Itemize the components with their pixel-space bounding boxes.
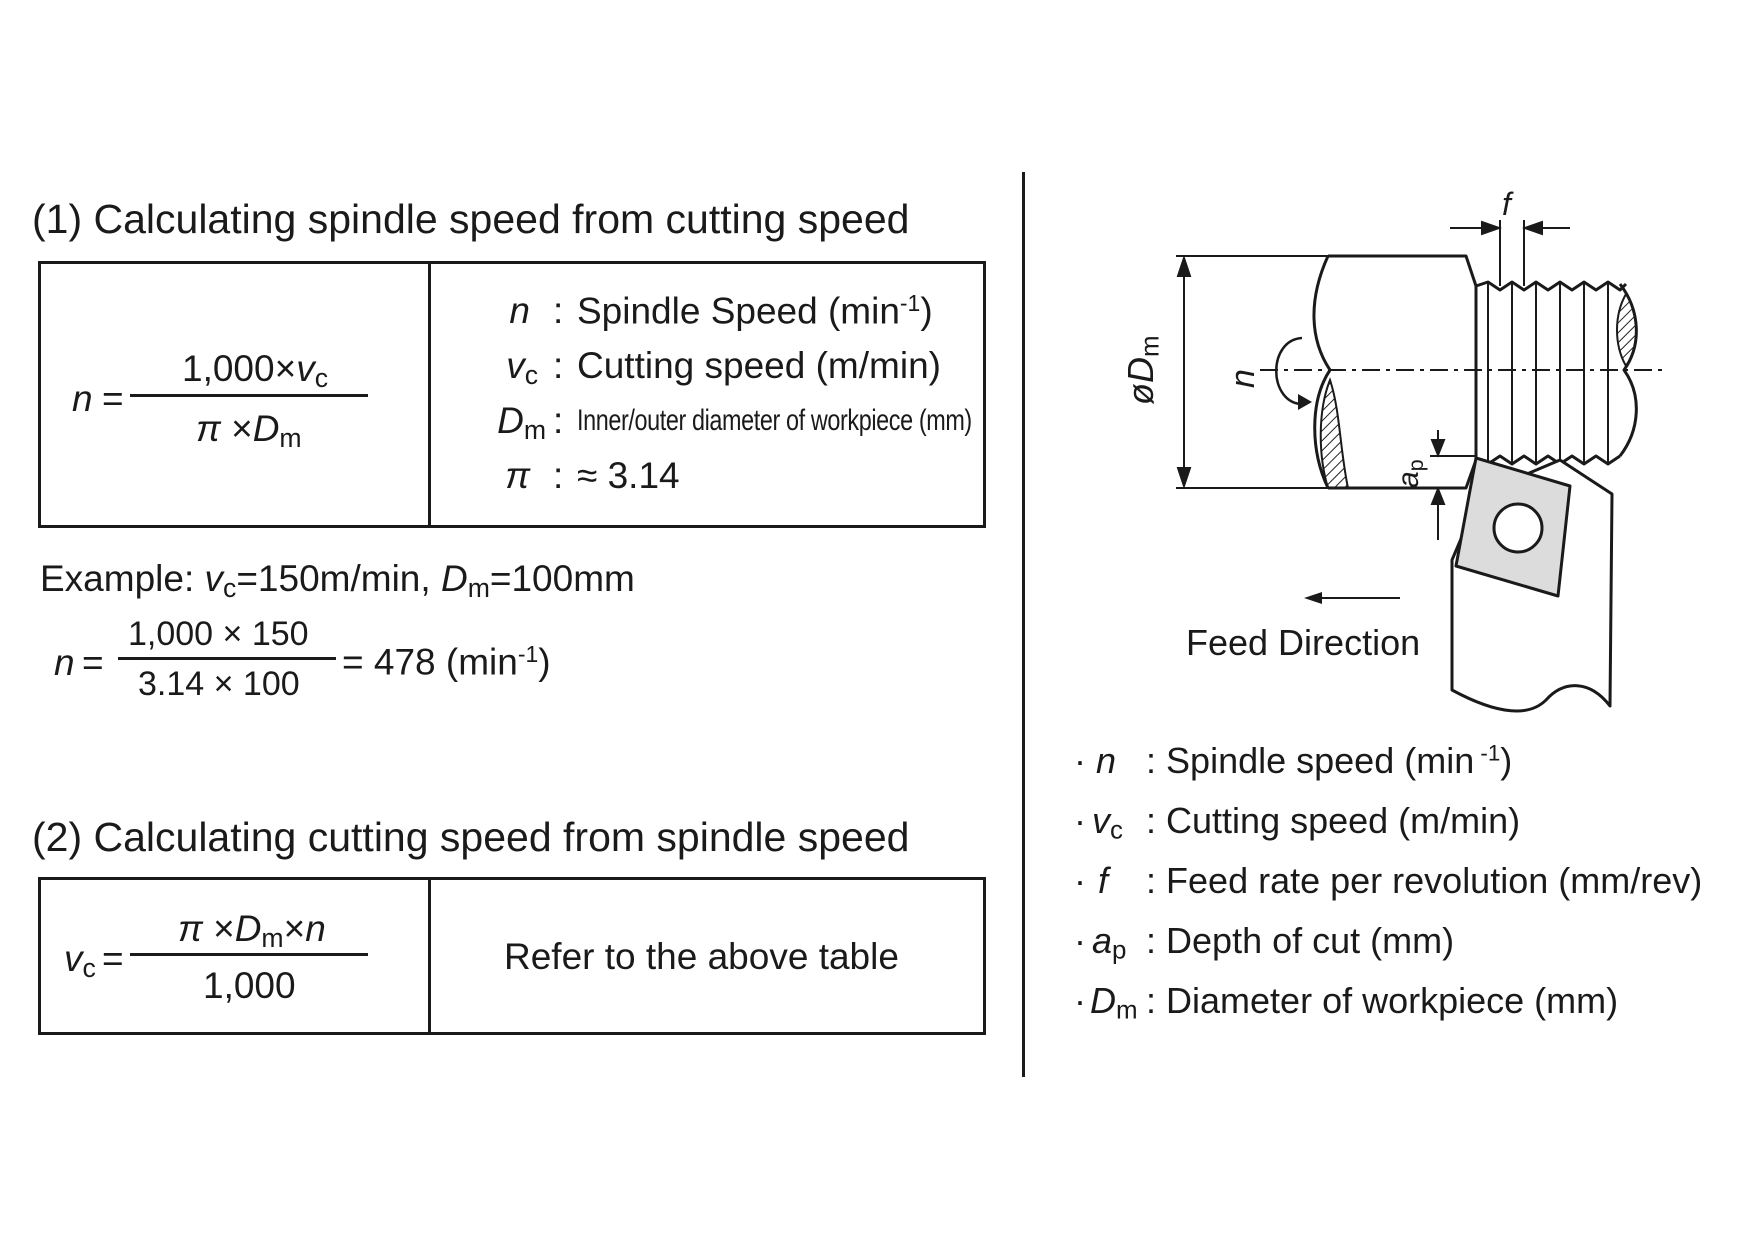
rotation-arrow bbox=[1275, 336, 1303, 406]
example-label: Example: bbox=[40, 558, 205, 599]
formula1-lhs: n bbox=[72, 378, 93, 419]
definition-colon: : bbox=[553, 400, 564, 441]
legend-item: ·Dm : Diameter of workpiece (mm) bbox=[1074, 980, 1618, 1026]
formula2-fraction-bar bbox=[130, 953, 368, 956]
legend-symbol: n bbox=[1096, 740, 1117, 781]
formula1-pi: π bbox=[196, 408, 221, 449]
legend-item: ·n : Spindle speed (min -1) bbox=[1074, 740, 1512, 782]
legend-sub: p bbox=[1112, 936, 1127, 965]
section2-title: (2) Calculating cutting speed from spind… bbox=[32, 814, 910, 860]
formula1-denominator-var: D bbox=[252, 408, 280, 449]
turning-diagram bbox=[1176, 220, 1668, 713]
example-d-symbol: D bbox=[440, 558, 468, 599]
formula1-numerator-prefix: 1,000× bbox=[182, 348, 297, 389]
legend-symbol: D bbox=[1090, 980, 1116, 1021]
formula1-numerator-sub: c bbox=[314, 362, 329, 393]
example-v-value: =150m/min, bbox=[236, 558, 441, 599]
example-d-sub: m bbox=[467, 572, 490, 603]
formula2-lhs: vc bbox=[64, 938, 96, 983]
legend-sub: m bbox=[1116, 996, 1138, 1025]
legend-item: ·vc : Cutting speed (m/min) bbox=[1074, 800, 1520, 846]
legend-symbol: v bbox=[1092, 800, 1110, 841]
formula1-denominator: π ×Dm bbox=[196, 408, 302, 454]
section2-table-divider bbox=[428, 877, 431, 1035]
definition-symbol: vc bbox=[506, 345, 538, 390]
workpiece-outline bbox=[1328, 254, 1628, 292]
legend-text: : Spindle speed (min -1) bbox=[1146, 740, 1513, 781]
legend-item: ·ap : Depth of cut (mm) bbox=[1074, 920, 1454, 966]
feed-direction-label: Feed Direction bbox=[1186, 622, 1421, 663]
formula1-times: × bbox=[231, 408, 253, 449]
example-denominator: 3.14 × 100 bbox=[138, 665, 300, 703]
example-fraction-bar bbox=[118, 657, 336, 660]
diagram-label-n: n bbox=[1224, 369, 1262, 388]
diagram-label-f: f bbox=[1502, 186, 1511, 222]
definition-text: Cutting speed (m/min) bbox=[577, 345, 941, 386]
example-d-value: =100mm bbox=[489, 558, 635, 599]
formula1-denominator-sub: m bbox=[279, 422, 302, 453]
example-equals: = bbox=[82, 642, 104, 683]
section2-table bbox=[38, 877, 986, 1035]
legend-text: : Depth of cut (mm) bbox=[1146, 920, 1455, 961]
legend-text: : Feed rate per revolution (mm/rev) bbox=[1146, 860, 1703, 901]
definition-colon: : bbox=[553, 345, 564, 386]
formula1-numerator-var: v bbox=[296, 348, 315, 389]
legend-bullet: · bbox=[1074, 800, 1086, 841]
example-v-symbol: v bbox=[204, 558, 224, 599]
legend-text: : Diameter of workpiece (mm) bbox=[1146, 980, 1619, 1021]
example-v-sub: c bbox=[223, 572, 237, 603]
definition-text: Spindle Speed (min-1) bbox=[577, 290, 933, 332]
formula2-denominator: 1,000 bbox=[203, 965, 296, 1006]
insert-hole bbox=[1492, 502, 1544, 554]
legend-bullet: · bbox=[1074, 740, 1086, 781]
example-line: Example: vc=150m/min, Dm=100mm bbox=[40, 558, 635, 604]
legend-symbol: f bbox=[1098, 860, 1109, 901]
page-divider bbox=[1022, 172, 1025, 1077]
formula1-numerator: 1,000×vc bbox=[182, 348, 328, 394]
formula1-fraction-bar bbox=[130, 394, 368, 397]
section1-table-divider bbox=[428, 261, 431, 528]
example-lhs: n bbox=[54, 642, 75, 683]
diagram-label-dm: øDm bbox=[1120, 335, 1165, 405]
legend-bullet: · bbox=[1074, 860, 1086, 901]
definition-symbol: n bbox=[509, 290, 530, 331]
formula2-numerator: π ×Dm×n bbox=[178, 908, 326, 953]
definition-symbol: Dm bbox=[497, 400, 546, 445]
formula2-equals: = bbox=[102, 938, 124, 979]
section1-title: (1) Calculating spindle speed from cutti… bbox=[32, 196, 910, 242]
hatch-right bbox=[1616, 292, 1638, 368]
legend-bullet: · bbox=[1074, 920, 1086, 961]
legend-sub: c bbox=[1110, 816, 1123, 845]
definition-colon: : bbox=[553, 455, 564, 496]
legend-symbol: a bbox=[1092, 920, 1113, 961]
section1-table bbox=[38, 261, 986, 528]
definition-colon: : bbox=[553, 290, 564, 331]
diagram-label-ap: ap bbox=[1392, 459, 1428, 488]
definition-text: ≈ 3.14 bbox=[577, 455, 680, 496]
legend-text: : Cutting speed (m/min) bbox=[1146, 800, 1521, 841]
formula1-equals: = bbox=[102, 378, 124, 419]
section2-note: Refer to the above table bbox=[504, 936, 899, 977]
legend-bullet: · bbox=[1074, 980, 1086, 1021]
definition-symbol: π bbox=[505, 455, 530, 496]
example-numerator: 1,000 × 150 bbox=[128, 615, 309, 653]
hatch-left bbox=[1319, 377, 1350, 489]
definition-text: Inner/outer diameter of workpiece (mm) bbox=[577, 404, 972, 437]
legend-item: · f : Feed rate per revolution (mm/rev) bbox=[1074, 860, 1702, 902]
example-result: = 478 (min-1) bbox=[342, 641, 551, 683]
